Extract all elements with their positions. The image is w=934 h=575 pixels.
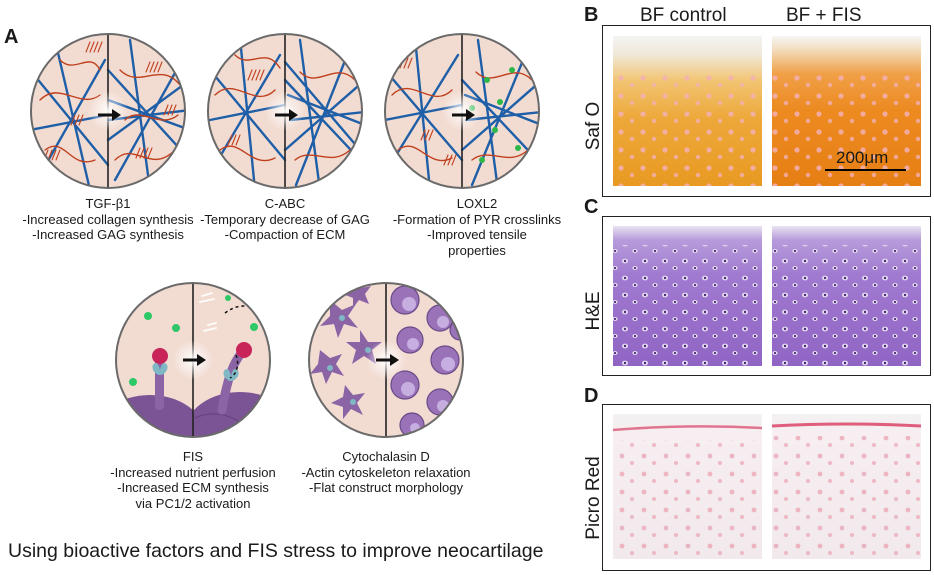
effect-line: -Formation of PYR crosslinks <box>392 211 562 227</box>
panel-letter-a: A <box>4 26 19 48</box>
tgf-beta1-circle <box>30 33 186 189</box>
effect-line: properties <box>448 242 506 258</box>
effect-line: -Compaction of ECM <box>224 227 346 242</box>
panel-letter-d: D <box>584 385 599 407</box>
factor-name: LOXL2 <box>456 196 498 211</box>
figure-summary: Using bioactive factors and FIS stress t… <box>8 540 544 562</box>
cytochalasin-d-circle <box>308 282 464 438</box>
factor-name: Cytochalasin D <box>342 449 430 464</box>
effect-line: -Increased ECM synthesis <box>117 480 269 495</box>
factor-name: FIS <box>182 449 204 464</box>
factor-name: C-ABC <box>264 196 306 211</box>
loxl2-caption: LOXL2 -Formation of PYR crosslinks -Impr… <box>387 196 567 258</box>
cytochalasin-d-caption: Cytochalasin D -Actin cytoskeleton relax… <box>296 449 476 496</box>
panel-letter-b: B <box>584 4 599 26</box>
scale-bar-label: 200μm <box>836 148 889 167</box>
effect-line: -Flat construct morphology <box>309 480 463 495</box>
c-abc-caption: C-ABC -Temporary decrease of GAG -Compac… <box>195 196 375 243</box>
effect-line: -Increased collagen synthesis <box>22 211 194 227</box>
c-abc-circle <box>207 33 363 189</box>
effect-line: -Increased GAG synthesis <box>32 227 184 242</box>
column-header-fis: BF + FIS <box>786 5 862 26</box>
fis-circle <box>115 282 271 438</box>
effect-line: -Improved tensile <box>427 227 527 242</box>
factor-name: TGF-β1 <box>85 196 131 211</box>
column-header-control: BF control <box>640 5 727 26</box>
loxl2-circle <box>384 33 540 189</box>
fis-caption: FIS -Increased nutrient perfusion -Incre… <box>103 449 283 511</box>
effect-line: via PC1/2 activation <box>135 495 251 511</box>
mechanism-diagram <box>30 33 540 438</box>
tgf-beta1-caption: TGF-β1 -Increased collagen synthesis -In… <box>18 196 198 243</box>
effect-line: -Temporary decrease of GAG <box>200 211 370 227</box>
panel-letter-c: C <box>584 196 599 218</box>
effect-line: -Increased nutrient perfusion <box>110 464 276 480</box>
effect-line: -Actin cytoskeleton relaxation <box>301 464 471 480</box>
